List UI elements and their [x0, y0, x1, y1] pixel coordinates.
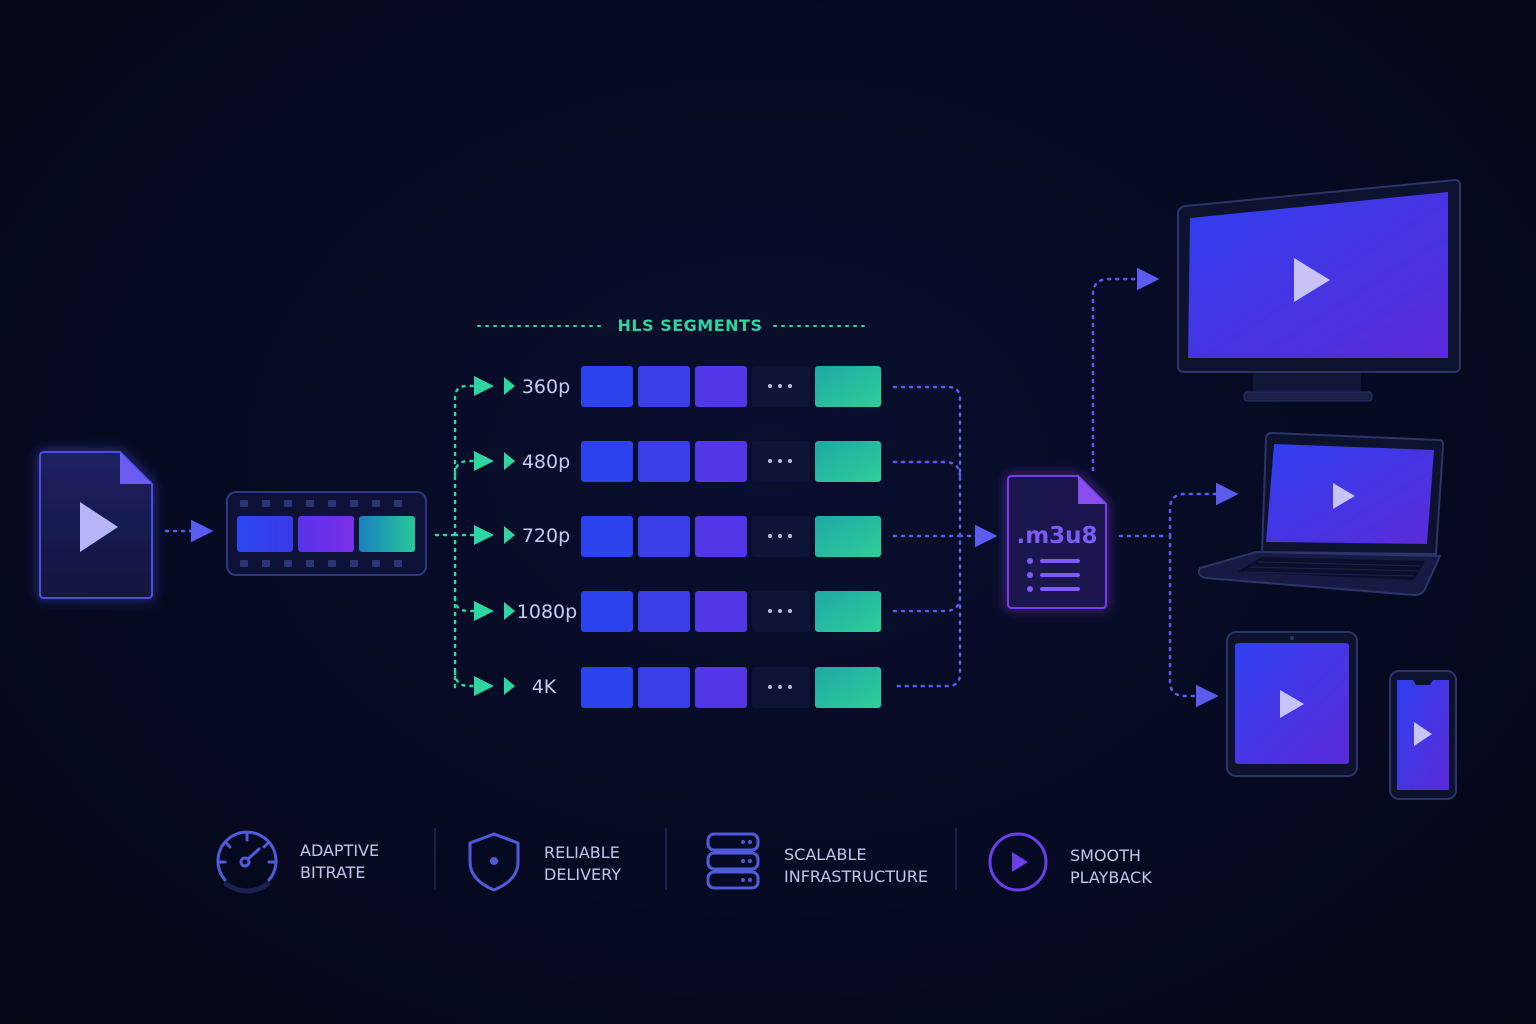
segments-header: HLS SEGMENTS	[618, 316, 763, 335]
feature-adaptive-bitrate: ADAPTIVE BITRATE	[216, 830, 379, 894]
tablet-icon	[1280, 690, 1304, 718]
segment-block	[638, 591, 690, 632]
rendition-row-480p: 480p	[504, 441, 881, 482]
segment-block-last	[815, 591, 881, 632]
feature-label-line1: SMOOTH	[1070, 846, 1141, 865]
segment-block	[695, 366, 747, 407]
rendition-marker-icon	[504, 677, 515, 695]
laptop-device	[1197, 431, 1445, 597]
feature-scalable-infrastructure: SCALABLE INFRASTRUCTURE	[706, 832, 928, 890]
film-frame-1	[237, 516, 293, 552]
feature-smooth-playback: SMOOTH PLAYBACK	[988, 832, 1152, 892]
segment-block-last	[815, 667, 881, 708]
ellipsis-icon	[768, 534, 792, 538]
tv-monitor-icon	[1294, 258, 1330, 302]
segment-block	[638, 516, 690, 557]
feature-label-line1: RELIABLE	[544, 843, 620, 862]
feature-label-line1: ADAPTIVE	[300, 841, 379, 860]
renditions-to-playlist-connectors	[892, 385, 998, 688]
segment-block	[638, 667, 690, 708]
encoder-to-renditions-connectors	[434, 376, 494, 696]
segment-block	[638, 366, 690, 407]
rendition-marker-icon	[504, 452, 515, 470]
server-stack-icon	[706, 832, 760, 890]
segment-block	[581, 591, 633, 632]
film-strip-icon	[240, 500, 402, 567]
rendition-marker-icon	[504, 526, 515, 544]
segment-block	[581, 667, 633, 708]
ellipsis-icon	[768, 685, 792, 689]
speedometer-icon	[216, 830, 278, 894]
source-video-file	[39, 451, 153, 599]
ellipsis-icon	[768, 459, 792, 463]
rendition-row-4k: 4K	[504, 667, 881, 708]
tv-monitor-device	[1177, 178, 1461, 402]
segment-block	[695, 516, 747, 557]
segment-block	[638, 441, 690, 482]
segment-block	[695, 667, 747, 708]
playlist-label: .m3u8	[1016, 523, 1097, 549]
segment-block	[581, 516, 633, 557]
feature-label-line2: BITRATE	[300, 863, 366, 882]
segment-block	[695, 591, 747, 632]
rendition-label: 480p	[522, 451, 570, 473]
rendition-row-1080p: 1080p	[504, 591, 881, 632]
rendition-label: 720p	[522, 525, 570, 547]
feature-label-line2: DELIVERY	[544, 865, 621, 884]
rendition-label: 360p	[522, 376, 570, 398]
segment-block-last	[815, 441, 881, 482]
segment-block	[695, 441, 747, 482]
playlist-file: .m3u8	[1007, 475, 1107, 609]
rendition-row-720p: 720p	[504, 516, 881, 557]
feature-label-line1: SCALABLE	[784, 845, 867, 864]
segment-block-last	[815, 366, 881, 407]
film-frame-2	[298, 516, 354, 552]
play-circle-icon	[988, 832, 1048, 892]
playlist-to-devices-connectors	[1091, 267, 1239, 708]
ellipsis-icon	[768, 609, 792, 613]
rendition-row-360p: 360p	[504, 366, 881, 407]
rendition-label: 4K	[532, 676, 557, 698]
tablet-device	[1226, 631, 1358, 777]
feature-label-line2: INFRASTRUCTURE	[784, 867, 928, 886]
feature-reliable-delivery: RELIABLE DELIVERY	[468, 832, 621, 892]
phone-icon	[1414, 722, 1432, 746]
rendition-marker-icon	[504, 602, 515, 620]
film-frame-3	[359, 516, 415, 552]
playlist-file-icon	[1027, 558, 1080, 592]
shield-icon	[468, 832, 520, 892]
phone-device	[1389, 670, 1457, 800]
laptop-icon	[1333, 483, 1355, 509]
rendition-marker-icon	[504, 377, 515, 395]
feature-label-line2: PLAYBACK	[1070, 868, 1152, 887]
video-file-icon	[80, 502, 118, 552]
encoder-film-strip	[226, 491, 427, 576]
rendition-label: 1080p	[517, 601, 577, 623]
ellipsis-icon	[768, 384, 792, 388]
segment-block-last	[815, 516, 881, 557]
segment-block	[581, 441, 633, 482]
segment-block	[581, 366, 633, 407]
